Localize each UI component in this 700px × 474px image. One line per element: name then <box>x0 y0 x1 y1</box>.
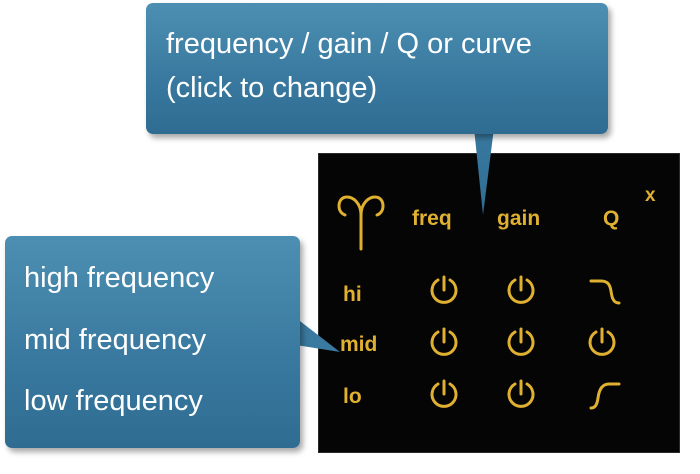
hi-gain-knob[interactable] <box>504 273 538 307</box>
callout-left-line-2: mid frequency <box>24 324 207 356</box>
row-label-hi: hi <box>343 283 362 306</box>
lo-gain-knob[interactable] <box>504 377 538 411</box>
hi-freq-knob[interactable] <box>427 273 461 307</box>
column-header-q: Q <box>603 207 620 230</box>
lo-shelf-curve-icon[interactable] <box>588 378 622 412</box>
lo-freq-knob[interactable] <box>427 377 461 411</box>
row-label-lo: lo <box>343 385 362 408</box>
mid-gain-knob[interactable] <box>504 325 538 359</box>
callout-top-line-2: (click to change) <box>166 72 378 104</box>
mid-q-knob[interactable] <box>585 325 619 359</box>
hi-shelf-curve-icon[interactable] <box>588 275 622 309</box>
mid-freq-knob[interactable] <box>427 325 461 359</box>
callout-left <box>5 236 300 448</box>
callout-left-line-3: low frequency <box>24 385 203 417</box>
callout-left-line-1: high frequency <box>24 262 215 294</box>
callout-top <box>146 3 608 134</box>
aries-symbol-icon <box>337 195 385 251</box>
row-label-mid: mid <box>340 333 378 356</box>
column-header-freq: freq <box>412 207 452 230</box>
callout-top-line-1: frequency / gain / Q or curve <box>166 28 532 60</box>
column-header-gain: gain <box>497 207 541 230</box>
close-button[interactable]: x <box>645 185 656 206</box>
